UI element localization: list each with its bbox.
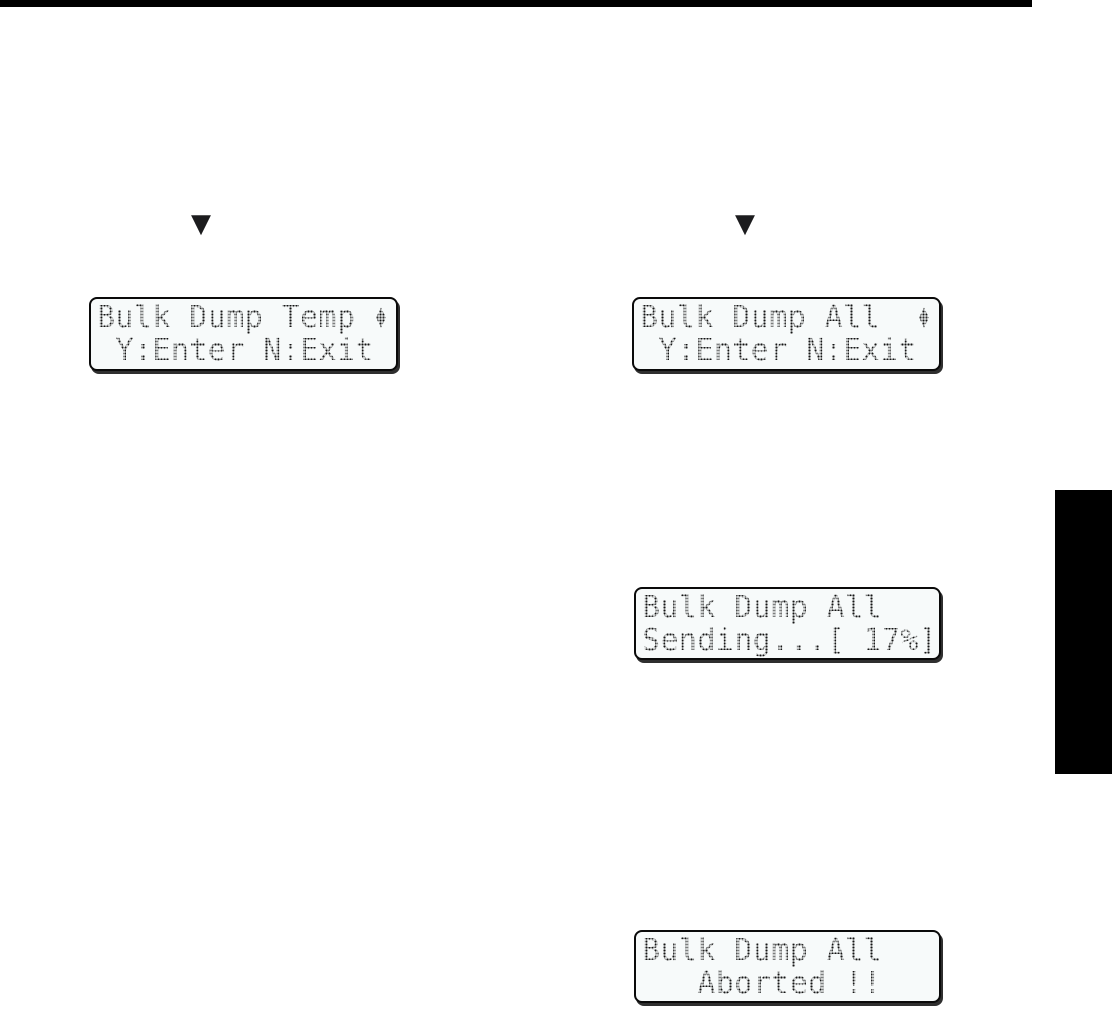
section-tab-marker xyxy=(1055,490,1112,774)
lcd-display: Bulk Dump All Sending...[ 17%] xyxy=(642,591,939,658)
lcd-display: Bulk Dump All Aborted !! xyxy=(642,934,939,1001)
lcd-screen-bulk-dump-all-aborted: Bulk Dump All Aborted !! xyxy=(634,930,941,1003)
scroll-up-arrow-icon: ▲ xyxy=(376,305,386,320)
scroll-down-arrow-icon: ▼ xyxy=(919,315,929,330)
lcd-line-2: Y:Enter N:Exit xyxy=(97,333,374,368)
lcd-screen-bulk-dump-temp-confirm: Bulk Dump Temp Y:Enter N:Exit ▲ ▼ xyxy=(89,297,398,371)
scroll-up-arrow-icon: ▲ xyxy=(919,305,929,320)
lcd-line-1: Bulk Dump Temp xyxy=(97,300,356,335)
down-triangle-icon: ▼ xyxy=(735,209,755,239)
scroll-updown-icon: ▲ ▼ xyxy=(919,305,929,330)
lcd-line-2: Aborted !! xyxy=(642,966,882,1001)
scroll-updown-icon: ▲ ▼ xyxy=(376,305,386,330)
lcd-screen-bulk-dump-all-sending: Bulk Dump All Sending...[ 17%] xyxy=(634,587,941,660)
page-header-bar xyxy=(0,0,1032,7)
lcd-line-1: Bulk Dump All xyxy=(640,300,880,335)
lcd-screen-bulk-dump-all-confirm: Bulk Dump All Y:Enter N:Exit ▲ ▼ xyxy=(632,297,941,371)
lcd-line-1: Bulk Dump All xyxy=(642,590,882,625)
lcd-display: Bulk Dump All Y:Enter N:Exit ▲ ▼ xyxy=(640,301,939,369)
lcd-line-1: Bulk Dump All xyxy=(642,933,882,968)
down-triangle-icon: ▼ xyxy=(191,209,211,239)
scroll-down-arrow-icon: ▼ xyxy=(376,315,386,330)
lcd-line-2: Sending...[ 17%] xyxy=(642,623,938,658)
lcd-line-2: Y:Enter N:Exit xyxy=(640,333,917,368)
lcd-display: Bulk Dump Temp Y:Enter N:Exit ▲ ▼ xyxy=(97,301,396,369)
